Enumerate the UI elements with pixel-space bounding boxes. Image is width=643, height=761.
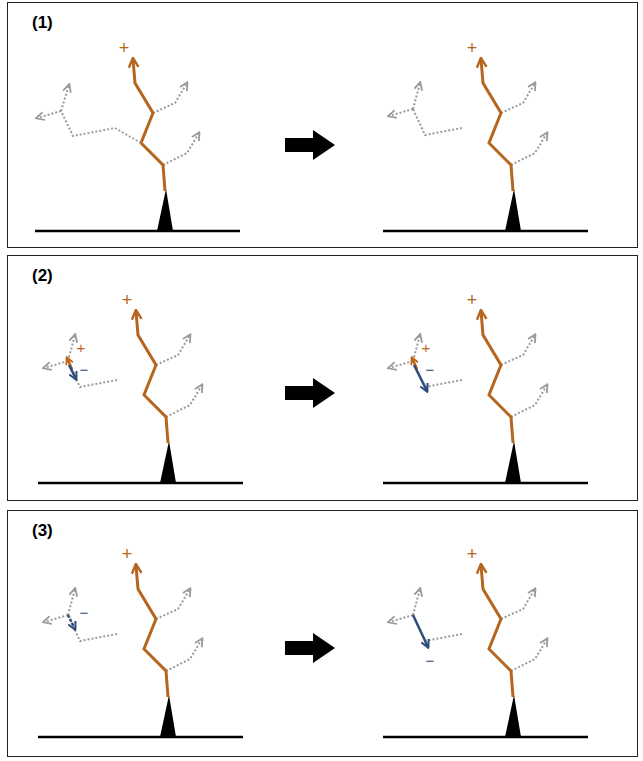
panel-frame: (2) [7,255,638,501]
end-sign: − [80,362,89,377]
panel-frame: (1) [7,2,638,248]
end-sign: + [77,340,86,355]
panel-number: (2) [32,266,53,286]
end-sign: + [422,340,431,355]
end-sign: + [467,545,478,563]
end-sign: − [426,362,435,377]
end-sign: + [467,291,478,309]
panel-number: (3) [32,521,53,541]
end-sign: − [80,605,89,620]
end-sign: + [467,39,478,57]
end-sign: + [122,545,133,563]
end-sign: + [122,291,133,309]
panel-frame: (3) [7,510,638,757]
end-sign: + [119,39,130,57]
end-sign: − [426,653,435,668]
panel-number: (1) [32,13,53,33]
